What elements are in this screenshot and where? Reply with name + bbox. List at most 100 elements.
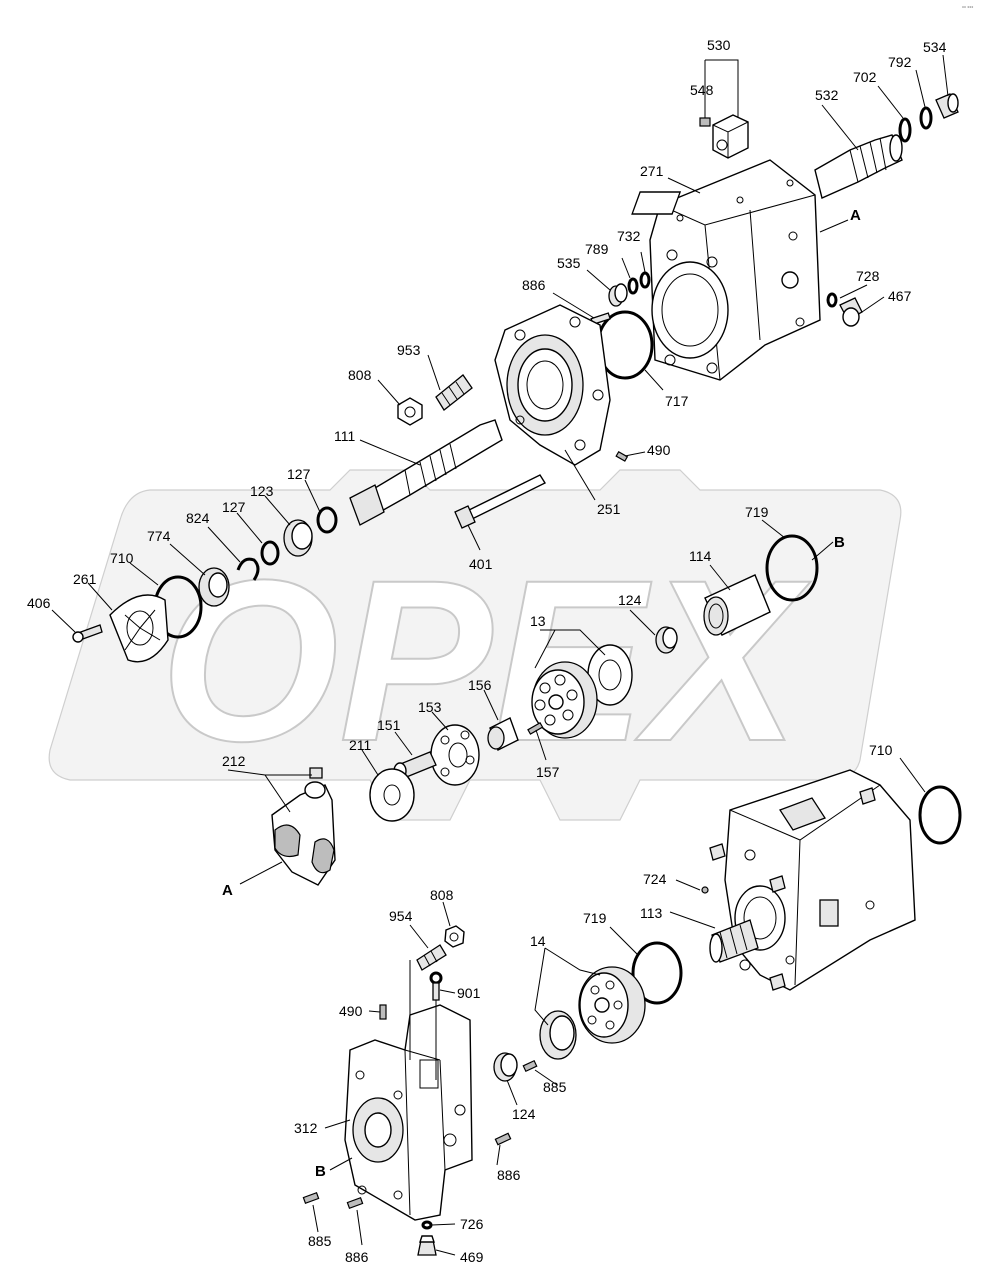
label-535: 535 <box>557 255 581 271</box>
label-127-left: 127 <box>222 499 246 515</box>
part-532-valve <box>814 134 903 199</box>
label-792: 792 <box>888 54 912 70</box>
pump-housing-lower <box>709 769 916 991</box>
ring-789 <box>627 277 639 295</box>
label-901: 901 <box>457 985 481 1001</box>
label-702: 702 <box>853 69 877 85</box>
label-530: 530 <box>707 37 731 53</box>
valve-plate-14 <box>539 1010 577 1060</box>
label-719-bottom: 719 <box>583 910 607 926</box>
label-789: 789 <box>585 241 609 257</box>
label-13: 13 <box>530 613 546 629</box>
o-ring-719-bottom <box>631 941 683 1005</box>
plug-535 <box>608 283 628 307</box>
pump-housing-271 <box>631 159 821 381</box>
seal-cover-261 <box>109 594 169 663</box>
label-113: 113 <box>640 905 663 921</box>
nut-808-bottom <box>444 925 465 948</box>
label-885-mid: 885 <box>543 1079 567 1095</box>
label-B-top: B <box>834 534 845 551</box>
label-114: 114 <box>689 548 712 564</box>
pin-885-mid <box>522 1059 538 1073</box>
label-534: 534 <box>923 39 947 55</box>
label-124-bottom: 124 <box>512 1106 536 1122</box>
bearing-123 <box>283 519 313 557</box>
nut-808-top <box>397 397 423 426</box>
label-469: 469 <box>460 1249 484 1265</box>
ring-732 <box>639 271 651 289</box>
bushing-114 <box>703 574 771 636</box>
label-710-left: 710 <box>110 550 134 566</box>
label-824: 824 <box>186 510 210 526</box>
label-886-bottom: 886 <box>345 1249 369 1265</box>
plug-469 <box>417 1235 437 1256</box>
swash-plate-212 <box>271 767 336 886</box>
label-251: 251 <box>597 501 621 517</box>
label-B-bottom: B <box>315 1163 326 1180</box>
label-312: 312 <box>294 1120 318 1136</box>
ring-127-right <box>316 506 338 534</box>
label-953: 953 <box>397 342 421 358</box>
label-886-right: 886 <box>497 1167 521 1183</box>
ring-726 <box>421 1220 433 1230</box>
pin-490-top <box>615 450 629 462</box>
label-211: 211 <box>349 737 372 753</box>
plug-534 <box>935 93 959 119</box>
pin-724 <box>701 886 709 894</box>
label-A-top: A <box>850 207 861 224</box>
part-530-block <box>699 114 749 159</box>
label-808-bottom: 808 <box>430 887 454 903</box>
label-212: 212 <box>222 753 246 769</box>
needle-bearing-124-bottom <box>493 1052 518 1082</box>
label-271: 271 <box>640 163 664 179</box>
label-14: 14 <box>530 933 546 949</box>
part-labels: 530 534 548 792 702 532 271 A 732 789 53… <box>27 37 947 1265</box>
label-467: 467 <box>888 288 912 304</box>
o-ring-792 <box>919 106 933 130</box>
pin-490-bottom <box>379 1004 387 1020</box>
pin-886-right <box>494 1132 512 1146</box>
label-774: 774 <box>147 528 171 544</box>
spring-953 <box>435 374 473 411</box>
label-548: 548 <box>690 82 714 98</box>
label-726: 726 <box>460 1216 484 1232</box>
o-ring-719-top <box>765 534 819 602</box>
label-728: 728 <box>856 268 880 284</box>
set-plate-153 <box>430 724 480 786</box>
cylinder-block-14 <box>578 966 646 1044</box>
pin-886-bottom <box>346 1197 364 1209</box>
label-885-bottom: 885 <box>308 1233 332 1249</box>
shaft-111 <box>349 419 503 526</box>
ball-guide-156 <box>487 717 519 751</box>
label-490-bottom: 490 <box>339 1003 363 1019</box>
label-123: 123 <box>250 483 274 499</box>
label-151: 151 <box>377 717 401 733</box>
label-886-top: 886 <box>522 277 546 293</box>
snap-ring-824 <box>236 557 260 581</box>
seal-774 <box>198 567 230 607</box>
cylinder-block-13 <box>531 661 598 739</box>
o-ring-702 <box>898 117 912 143</box>
shaft-113 <box>709 919 759 963</box>
corner-mark: °° °°° <box>962 6 973 12</box>
bolt-401 <box>454 474 547 529</box>
label-717: 717 <box>665 393 689 409</box>
pin-885-bottom <box>302 1192 320 1204</box>
label-156: 156 <box>468 677 492 693</box>
shoe-plate-211 <box>369 768 415 822</box>
label-719-top: 719 <box>745 504 769 520</box>
label-A-bottom: A <box>222 882 233 899</box>
plug-467 <box>839 297 863 327</box>
label-406: 406 <box>27 595 51 611</box>
eye-bolt-901 <box>429 971 443 1001</box>
label-808-top: 808 <box>348 367 372 383</box>
label-124-top: 124 <box>618 592 642 608</box>
label-157: 157 <box>536 764 560 780</box>
label-710-right: 710 <box>869 742 893 758</box>
label-261: 261 <box>73 571 97 587</box>
spring-954 <box>416 944 447 971</box>
label-954: 954 <box>389 908 413 924</box>
leader-lines <box>51 54 949 1256</box>
